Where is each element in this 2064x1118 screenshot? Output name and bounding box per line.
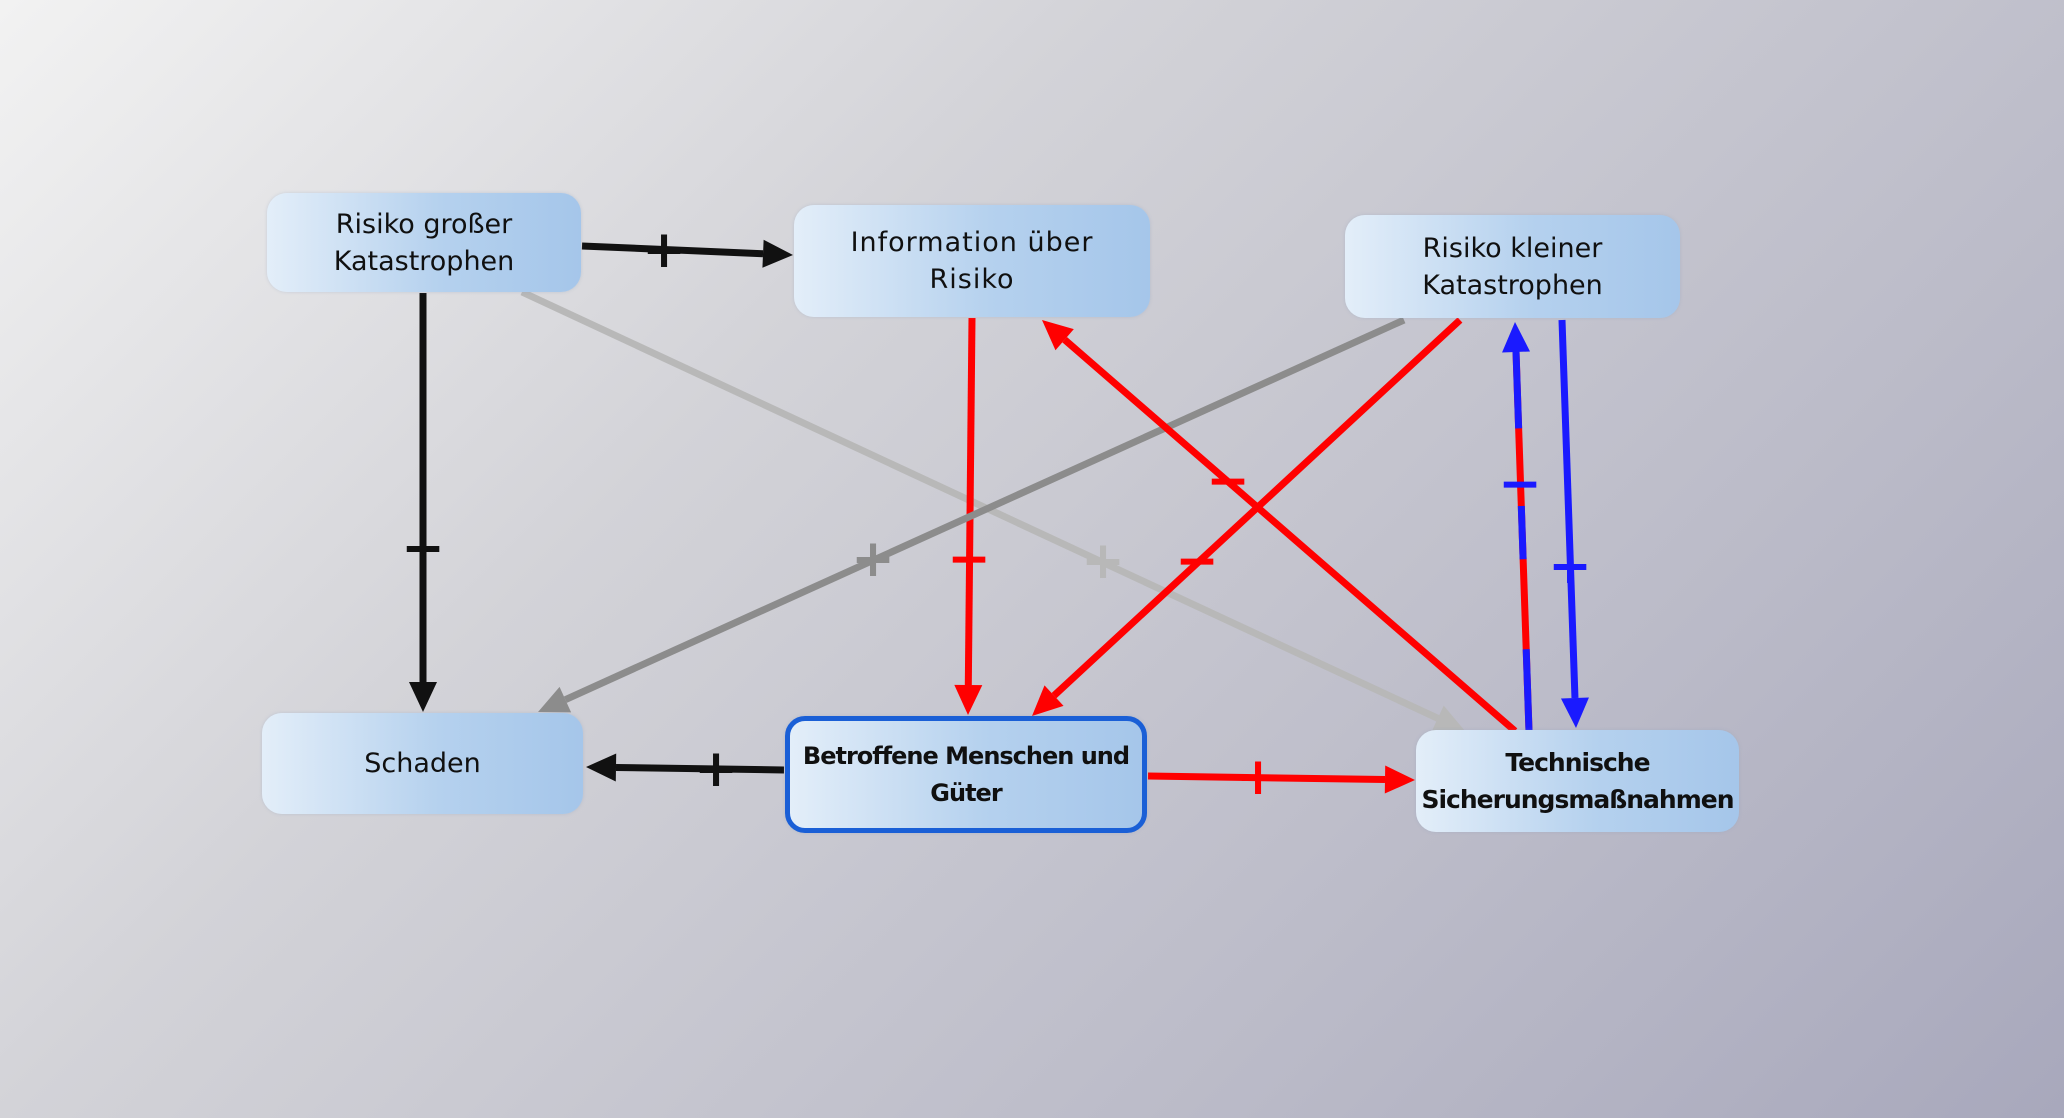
edge-risiko_gross-to-schaden[interactable]: + <box>399 293 447 712</box>
edge-technische-to-risiko_klein[interactable]: − <box>1496 322 1544 732</box>
edge-risiko_klein-to-betroffene[interactable]: − <box>1032 317 1463 716</box>
node-risiko-kleiner-katastrophen[interactable]: Risiko kleiner Katastrophen <box>1345 215 1680 318</box>
edge-line <box>563 316 1406 703</box>
arrow-head <box>954 684 983 715</box>
arrow-head <box>1032 685 1064 716</box>
arrow-head <box>1560 697 1589 728</box>
node-label: Information über Risiko <box>850 227 1094 295</box>
node-label: Risiko kleiner Katastrophen <box>1422 232 1603 301</box>
node-label: Risiko großer Katastrophen <box>333 208 515 277</box>
edge-line <box>1062 337 1518 734</box>
node-label: Technische Sicherungsmaßnahmen <box>1421 748 1734 814</box>
arrow-head <box>538 686 572 713</box>
plus-sign: + <box>642 220 686 280</box>
minus-sign: − <box>947 529 991 589</box>
arrow-head <box>1502 322 1531 353</box>
edge-line <box>520 288 1440 722</box>
arrow-head <box>586 753 617 782</box>
edge-line <box>1558 319 1579 699</box>
node-information-ueber-risiko[interactable]: Information über Risiko <box>794 205 1150 317</box>
edge-risiko_klein-to-schaden[interactable]: + <box>538 316 1406 713</box>
plus-sign: + <box>1081 531 1125 591</box>
plus-sign: + <box>851 529 895 589</box>
edge-accent-segment <box>1512 338 1523 429</box>
edge-information-to-betroffene[interactable]: − <box>945 317 993 715</box>
edge-line <box>615 763 785 774</box>
edge-line <box>1147 772 1386 784</box>
plus-sign: + <box>1236 747 1280 807</box>
minus-sign: − <box>1498 454 1542 514</box>
minus-sign: − <box>1175 531 1219 591</box>
edge-risiko_gross-to-technische[interactable]: + <box>520 288 1465 732</box>
edge-betroffene-to-technische[interactable]: + <box>1147 747 1415 807</box>
edge-accent-segment <box>1517 505 1527 560</box>
node-risiko-grosser-katastrophen[interactable]: Risiko großer Katastrophen <box>267 193 581 292</box>
plus-sign: + <box>401 518 445 578</box>
node-label: Betroffene Menschen und Güter <box>802 741 1130 807</box>
node-schaden[interactable]: Schaden <box>262 713 583 814</box>
edge-technische-to-information[interactable]: − <box>1042 320 1518 734</box>
arrow-head <box>1384 765 1415 794</box>
arrow-head <box>1431 705 1465 732</box>
edge-line <box>964 317 976 686</box>
arrow-head <box>1042 320 1074 351</box>
edge-betroffene-to-schaden[interactable]: + <box>586 739 785 799</box>
minus-sign: − <box>1206 451 1250 511</box>
edge-accent-segment <box>1522 649 1533 732</box>
edge-risiko_gross-to-information[interactable]: + <box>581 220 793 280</box>
node-technische-sicherungsmassnahmen[interactable]: Technische Sicherungsmaßnahmen <box>1416 730 1739 832</box>
arrow-head <box>409 682 437 712</box>
node-label: Schaden <box>364 748 481 779</box>
node-betroffene-menschen-und-gueter[interactable]: Betroffene Menschen und Güter <box>785 716 1147 833</box>
edge-line <box>581 242 764 258</box>
arrow-head <box>762 239 793 268</box>
plus-sign: + <box>694 739 738 799</box>
plus-sign: + <box>1548 536 1592 596</box>
edge-risiko_klein-to-technische[interactable]: + <box>1546 319 1594 728</box>
